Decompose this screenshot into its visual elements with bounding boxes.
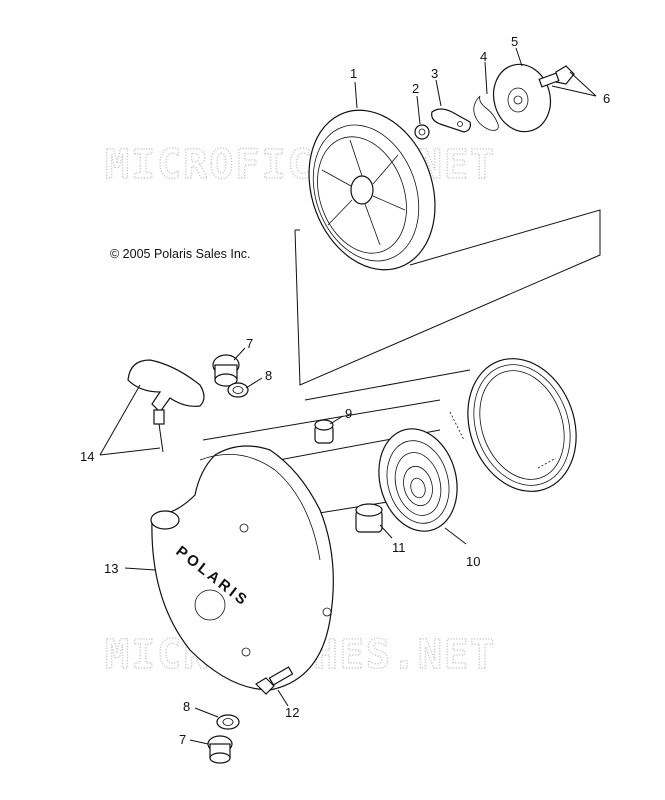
pulley-part	[308, 109, 436, 271]
callout-12: 12	[285, 705, 299, 720]
ratchet-part	[431, 108, 471, 133]
callout-7-top: 7	[246, 336, 253, 351]
callout-labels: 1 2 3 4 5 6 7 8 9 10 11 12 13 14 8 7	[80, 34, 610, 747]
callout-13: 13	[104, 561, 118, 576]
friction-plate-part	[492, 63, 552, 133]
callout-4: 4	[480, 49, 487, 64]
recoil-spring-part	[378, 428, 458, 532]
rope-coil-part	[449, 358, 577, 492]
callout-8-top: 8	[265, 368, 272, 383]
friction-spring-part	[473, 95, 499, 131]
plug-part-bottom	[207, 735, 233, 764]
plug-part-top	[212, 354, 240, 387]
callout-1: 1	[350, 66, 357, 81]
bushing-part	[414, 124, 430, 140]
callout-5: 5	[511, 34, 518, 49]
callout-7-bottom: 7	[179, 732, 186, 747]
bolt-part-12	[255, 666, 294, 695]
starter-handle-part	[127, 359, 205, 453]
callout-6: 6	[603, 91, 610, 106]
callout-3: 3	[431, 66, 438, 81]
copyright-notice: © 2005 Polaris Sales Inc.	[110, 247, 251, 261]
callout-8-bottom: 8	[183, 699, 190, 714]
washer-part-top	[227, 382, 249, 398]
callout-2: 2	[412, 81, 419, 96]
callout-14: 14	[80, 449, 94, 464]
leader-lines	[99, 47, 597, 745]
washer-part-bottom	[216, 714, 240, 730]
callout-10: 10	[466, 554, 480, 569]
bushing-part-11	[355, 503, 383, 533]
callout-11: 11	[392, 540, 406, 555]
watermark-top: MICROFICHES.NET	[105, 142, 496, 188]
bushing-part-9	[314, 419, 334, 444]
callout-9: 9	[345, 406, 352, 421]
screw-part-6	[538, 65, 575, 88]
starter-housing-part: POLARIS	[150, 445, 334, 691]
